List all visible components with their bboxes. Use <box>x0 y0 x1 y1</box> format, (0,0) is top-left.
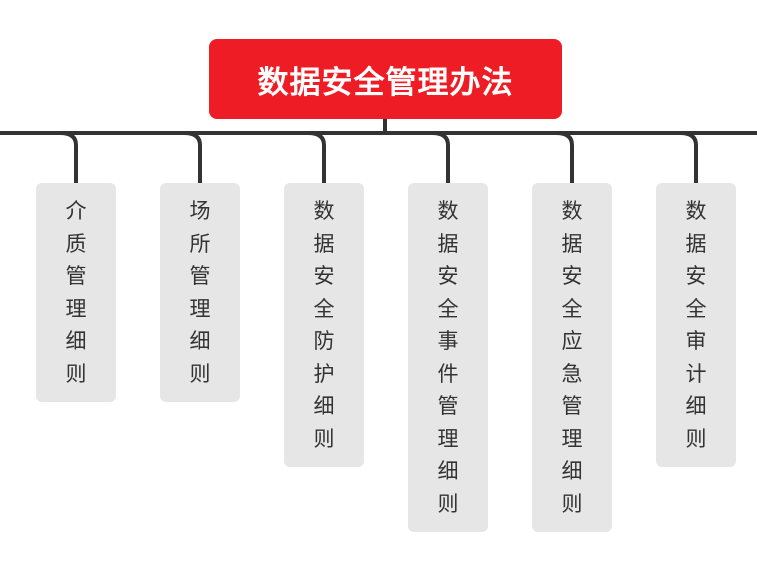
child-node-char: 急 <box>561 361 583 386</box>
branch-connector <box>59 131 78 183</box>
child-node-char: 质 <box>65 231 87 256</box>
child-node-char: 全 <box>437 296 459 321</box>
child-node-char: 护 <box>313 361 335 386</box>
child-node: 场所管理细则 <box>160 183 240 402</box>
child-node-char: 全 <box>685 296 707 321</box>
child-node-char: 所 <box>189 231 211 256</box>
child-node-char: 则 <box>685 426 707 451</box>
child-node-char: 管 <box>65 264 87 288</box>
child-node-char: 审 <box>685 329 707 353</box>
child-node-char: 细 <box>685 394 707 418</box>
child-node-char: 则 <box>65 361 87 386</box>
child-node: 数据安全防护细则 <box>284 183 364 467</box>
child-node-char: 据 <box>561 231 583 256</box>
child-node-char: 安 <box>437 264 459 288</box>
connectors <box>0 119 757 183</box>
child-node-char: 理 <box>561 426 583 451</box>
child-node-char: 场 <box>189 199 211 223</box>
child-node-char: 数 <box>561 199 583 223</box>
child-node-char: 理 <box>189 296 211 321</box>
child-node: 介质管理细则 <box>36 183 116 402</box>
child-node-char: 安 <box>313 264 335 288</box>
child-node-char: 细 <box>189 329 211 353</box>
branch-connector <box>555 131 574 183</box>
child-node-char: 管 <box>561 394 583 418</box>
child-node: 数据安全应急管理细则 <box>532 183 612 532</box>
child-node-char: 数 <box>685 199 707 223</box>
root-node: 数据安全管理办法 <box>209 39 562 119</box>
branch-connector <box>679 131 698 183</box>
child-node-char: 理 <box>437 426 459 451</box>
child-node-char: 数 <box>313 199 335 223</box>
branch-connector <box>183 131 202 183</box>
child-node-char: 应 <box>561 329 583 353</box>
child-node-char: 介 <box>65 199 87 223</box>
child-node-char: 件 <box>437 361 459 386</box>
child-node-char: 细 <box>313 394 335 418</box>
root-node-label: 数据安全管理办法 <box>257 64 514 101</box>
child-node-char: 则 <box>561 491 583 516</box>
child-node-char: 防 <box>313 329 335 353</box>
child-node-char: 据 <box>685 231 707 256</box>
branch-connector <box>431 131 450 183</box>
child-node: 数据安全审计细则 <box>656 183 736 467</box>
child-node-char: 细 <box>65 329 87 353</box>
child-node-char: 则 <box>313 426 335 451</box>
child-node-char: 全 <box>313 296 335 321</box>
child-node-char: 理 <box>65 296 87 321</box>
child-node-char: 安 <box>685 264 707 288</box>
child-node-char: 安 <box>561 264 583 288</box>
child-node-char: 计 <box>685 361 707 386</box>
branch-connector <box>307 131 326 183</box>
child-node: 数据安全事件管理细则 <box>408 183 488 532</box>
child-node-char: 细 <box>437 459 459 483</box>
child-node-char: 则 <box>189 361 211 386</box>
child-node-char: 细 <box>561 459 583 483</box>
child-node-char: 管 <box>189 264 211 288</box>
child-node-char: 则 <box>437 491 459 516</box>
child-node-char: 全 <box>561 296 583 321</box>
child-node-char: 据 <box>313 231 335 256</box>
child-node-char: 管 <box>437 394 459 418</box>
child-node-char: 据 <box>437 231 459 256</box>
child-node-char: 事 <box>437 329 459 353</box>
child-node-char: 数 <box>437 199 459 223</box>
